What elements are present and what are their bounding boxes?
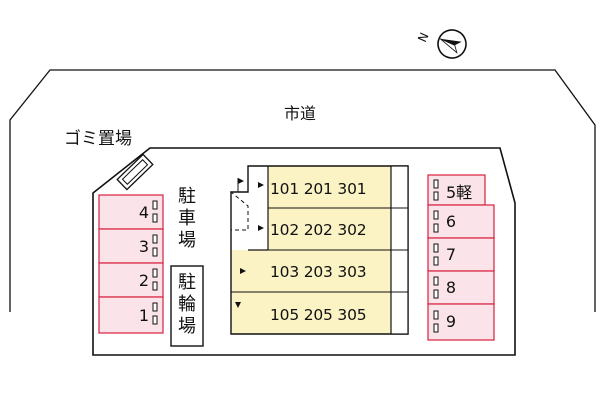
apartment-building bbox=[230, 165, 409, 335]
parking-slot-label: 5軽 bbox=[446, 183, 473, 202]
unit-row-label: 105 205 305 bbox=[270, 306, 367, 324]
parking-slot-label: 3 bbox=[138, 237, 150, 256]
parking-slot-label: 4 bbox=[138, 203, 150, 222]
road-label: 市道 bbox=[283, 104, 316, 123]
compass-north-icon bbox=[437, 29, 467, 59]
bicycle-parking-label: 駐輪場 bbox=[178, 272, 196, 337]
unit-row-label: 102 202 302 bbox=[270, 221, 367, 239]
parking-slot-7 bbox=[427, 237, 495, 272]
parking-slot-3 bbox=[98, 228, 164, 264]
compass-n-label: N bbox=[415, 30, 431, 44]
parking-slot-label: 9 bbox=[445, 312, 457, 331]
parking-slot-label: 6 bbox=[445, 212, 457, 231]
parking-slot-4 bbox=[98, 194, 164, 230]
parking-slot-9 bbox=[427, 303, 495, 341]
garbage-area bbox=[116, 153, 154, 191]
parking-slot-2 bbox=[98, 262, 164, 298]
parking-slot-8 bbox=[427, 270, 495, 305]
bicycle-parking-box bbox=[170, 265, 204, 347]
right-parking-area bbox=[427, 174, 495, 341]
parking-slot-6 bbox=[427, 204, 495, 239]
parking-slot-label: 8 bbox=[445, 278, 457, 297]
parking-slot-label: 7 bbox=[445, 245, 457, 264]
road-outline bbox=[9, 69, 596, 312]
parking-slot-label: 1 bbox=[138, 306, 150, 325]
garbage-area-label: ゴミ置場 bbox=[64, 129, 132, 149]
parking-slot-1 bbox=[98, 296, 164, 334]
left-parking-area bbox=[98, 194, 164, 334]
unit-row-label: 101 201 301 bbox=[270, 180, 367, 198]
unit-row-label: 103 203 303 bbox=[270, 263, 367, 281]
parking-slot-label: 2 bbox=[138, 271, 150, 290]
car-parking-label: 駐車場 bbox=[178, 186, 196, 251]
